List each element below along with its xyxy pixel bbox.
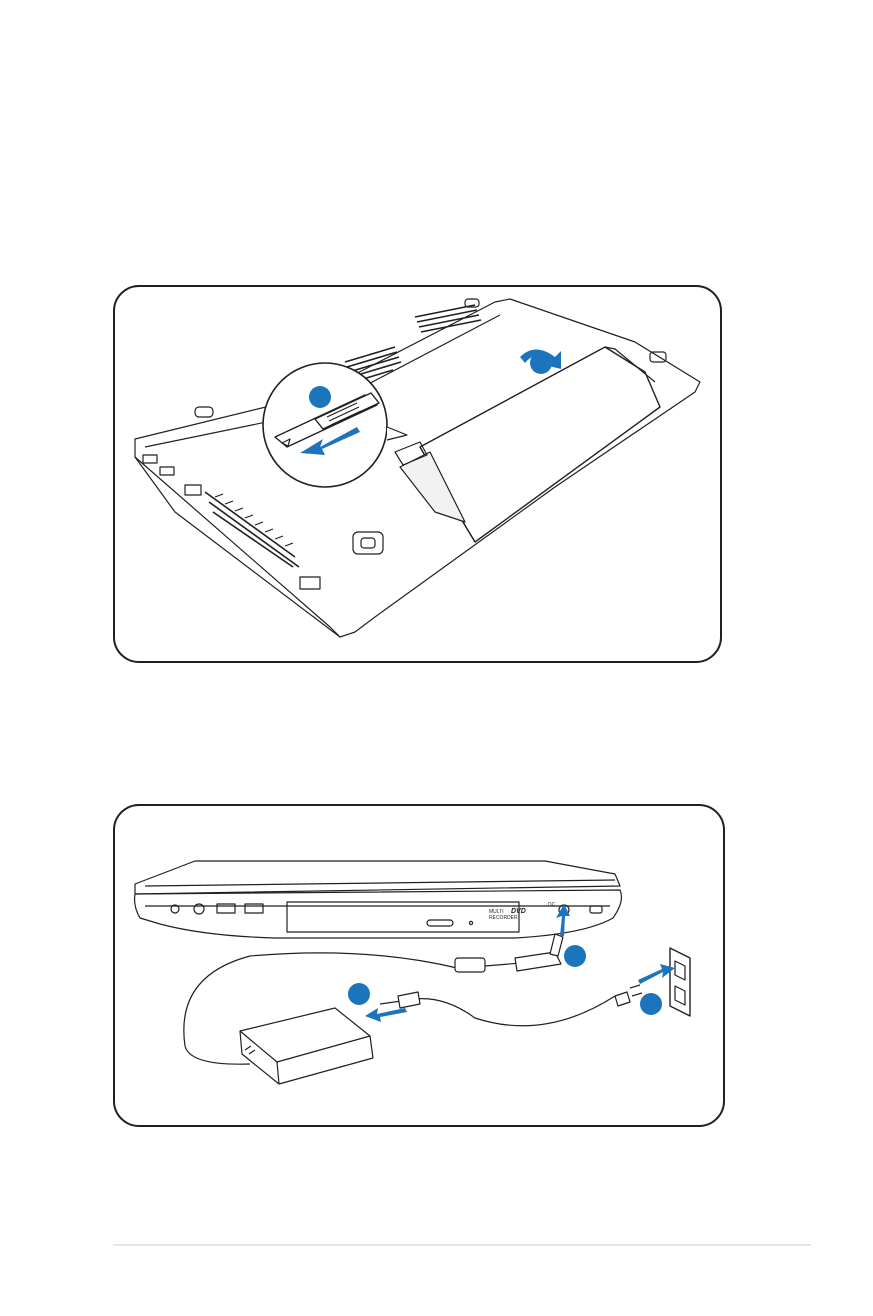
step-badge-circle bbox=[564, 945, 586, 967]
laptop-side-power-illustration: MULTI RECORDER DVD DC bbox=[133, 860, 691, 1085]
step-badge-2 bbox=[564, 945, 586, 967]
dc-port-label: DC bbox=[548, 902, 556, 908]
step-badge-circle bbox=[640, 993, 662, 1015]
step-badge-circle bbox=[530, 352, 552, 374]
ac-power-connection-figure: MULTI RECORDER DVD DC bbox=[113, 804, 725, 1127]
drive-label-bottom: RECORDER bbox=[489, 915, 518, 921]
drive-label-top: MULTI bbox=[489, 909, 504, 915]
dvd-logo: DVD bbox=[511, 908, 526, 915]
battery-removal-figure bbox=[113, 285, 722, 663]
step-badge-2 bbox=[530, 352, 552, 374]
step-badge-circle bbox=[309, 386, 331, 408]
step-badge-3 bbox=[640, 993, 662, 1015]
step-badge-circle bbox=[348, 983, 370, 1005]
step-badge-1 bbox=[348, 983, 370, 1005]
laptop-underside-illustration bbox=[134, 298, 701, 638]
step-badge-1 bbox=[309, 386, 331, 408]
footer-divider bbox=[113, 1244, 811, 1246]
